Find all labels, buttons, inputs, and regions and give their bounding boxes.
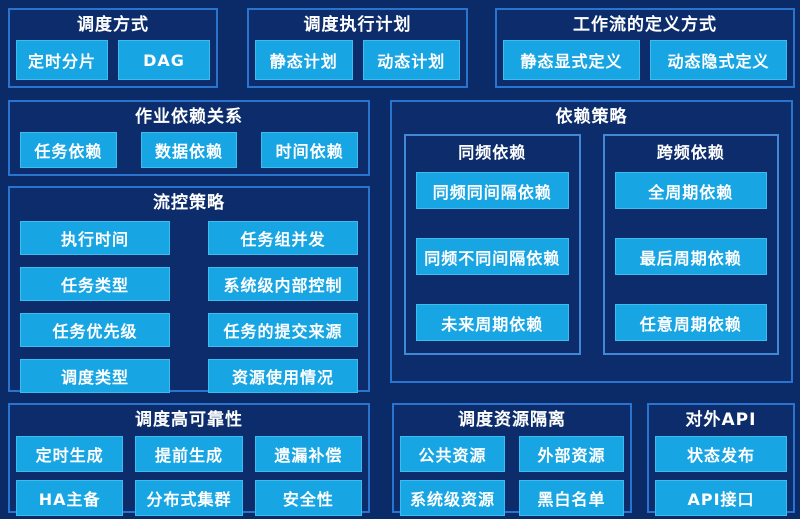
chip-system-resource: 系统级资源 [400,480,505,516]
subgroup-cross-frequency: 跨频依赖 全周期依赖 最后周期依赖 任意周期依赖 [602,134,779,355]
chip-advance-generation: 提前生成 [135,436,243,472]
subgroup-title-cross-frequency: 跨频依赖 [656,143,725,162]
chip-distributed-cluster: 分布式集群 [135,480,243,516]
sub-chip-stack: 全周期依赖 最后周期依赖 任意周期依赖 [614,172,767,341]
panel-dependency-policy: 依赖策略 同频依赖 同频同间隔依赖 同频不同间隔依赖 未来周期依赖 跨频依赖 全… [390,100,793,383]
sub-chip-stack: 同频同间隔依赖 同频不同间隔依赖 未来周期依赖 [416,172,569,341]
resource-grid: 公共资源 外部资源 系统级资源 黑白名单 [400,436,624,516]
panel-resource-isolation: 调度资源隔离 公共资源 外部资源 系统级资源 黑白名单 [392,403,632,516]
panel-workflow-definition: 工作流的定义方式 静态显式定义 动态隐式定义 [495,8,795,88]
chip-status-publish: 状态发布 [655,436,787,472]
chip-time-dependency: 时间依赖 [261,132,359,168]
chip-same-freq-diff-interval: 同频不同间隔依赖 [416,238,569,275]
panel-title-high-reliability: 调度高可靠性 [135,410,243,430]
chip-row: 静态显式定义 动态隐式定义 [503,40,787,80]
subgroup-title-same-frequency: 同频依赖 [458,143,527,162]
chip-public-resource: 公共资源 [400,436,505,472]
panel-execution-plan: 调度执行计划 静态计划 动态计划 [247,8,468,88]
subgroup-same-frequency: 同频依赖 同频同间隔依赖 同频不同间隔依赖 未来周期依赖 [404,134,581,355]
panel-title-external-api: 对外API [685,410,757,430]
chip-security: 安全性 [254,480,362,516]
panel-external-api: 对外API 状态发布 API接口 [647,403,795,516]
chip-dynamic-plan: 动态计划 [362,40,460,80]
chip-system-internal-control: 系统级内部控制 [208,267,358,301]
chip-external-resource: 外部资源 [519,436,624,472]
chip-api-interface: API接口 [655,480,787,516]
chip-dag: DAG [118,40,210,80]
panel-title-job-dependency: 作业依赖关系 [135,107,243,127]
chip-schedule-type: 调度类型 [20,359,170,393]
panel-title-dependency-policy: 依赖策略 [555,107,628,127]
panel-flow-control: 流控策略 执行时间 任务组并发 任务类型 系统级内部控制 任务优先级 任务的提交… [8,186,370,393]
chip-ha-active-standby: HA主备 [16,480,124,516]
panel-title-workflow-definition: 工作流的定义方式 [573,15,717,35]
chip-task-type: 任务类型 [20,267,170,301]
flow-control-grid: 执行时间 任务组并发 任务类型 系统级内部控制 任务优先级 任务的提交来源 调度… [16,221,362,393]
chip-resource-usage: 资源使用情况 [208,359,358,393]
dependency-subgroups: 同频依赖 同频同间隔依赖 同频不同间隔依赖 未来周期依赖 跨频依赖 全周期依赖 … [404,134,779,355]
chip-timed-sharding: 定时分片 [16,40,108,80]
reliability-grid: 定时生成 提前生成 遗漏补偿 HA主备 分布式集群 安全性 [16,436,362,516]
api-stack: 状态发布 API接口 [655,436,787,516]
chip-full-cycle-dependency: 全周期依赖 [614,172,767,209]
chip-task-submit-source: 任务的提交来源 [208,313,358,347]
panel-high-reliability: 调度高可靠性 定时生成 提前生成 遗漏补偿 HA主备 分布式集群 安全性 [8,403,370,516]
chip-execution-time: 执行时间 [20,221,170,255]
chip-dynamic-implicit-definition: 动态隐式定义 [650,40,787,80]
chip-task-priority: 任务优先级 [20,313,170,347]
panel-title-execution-plan: 调度执行计划 [303,15,412,35]
chip-missing-compensation: 遗漏补偿 [254,436,362,472]
chip-row: 定时分片 DAG [16,40,210,80]
panel-scheduling-method: 调度方式 定时分片 DAG [8,8,218,88]
chip-same-freq-same-interval: 同频同间隔依赖 [416,172,569,209]
chip-black-white-list: 黑白名单 [519,480,624,516]
chip-task-dependency: 任务依赖 [20,132,117,168]
chip-row: 静态计划 动态计划 [255,40,460,80]
chip-task-group-concurrency: 任务组并发 [208,221,358,255]
chip-future-cycle-dependency: 未来周期依赖 [416,304,569,341]
panel-title-resource-isolation: 调度资源隔离 [458,410,566,430]
chip-data-dependency: 数据依赖 [140,132,238,168]
panel-title-scheduling-method: 调度方式 [77,15,149,35]
chip-any-cycle-dependency: 任意周期依赖 [614,304,767,341]
chip-static-explicit-definition: 静态显式定义 [503,40,640,80]
chip-static-plan: 静态计划 [255,40,353,80]
panel-job-dependency: 作业依赖关系 任务依赖 数据依赖 时间依赖 [8,100,370,176]
chip-last-cycle-dependency: 最后周期依赖 [614,238,767,275]
chip-row: 任务依赖 数据依赖 时间依赖 [16,132,362,168]
panel-title-flow-control: 流控策略 [153,193,225,213]
chip-timed-generation: 定时生成 [16,436,124,472]
